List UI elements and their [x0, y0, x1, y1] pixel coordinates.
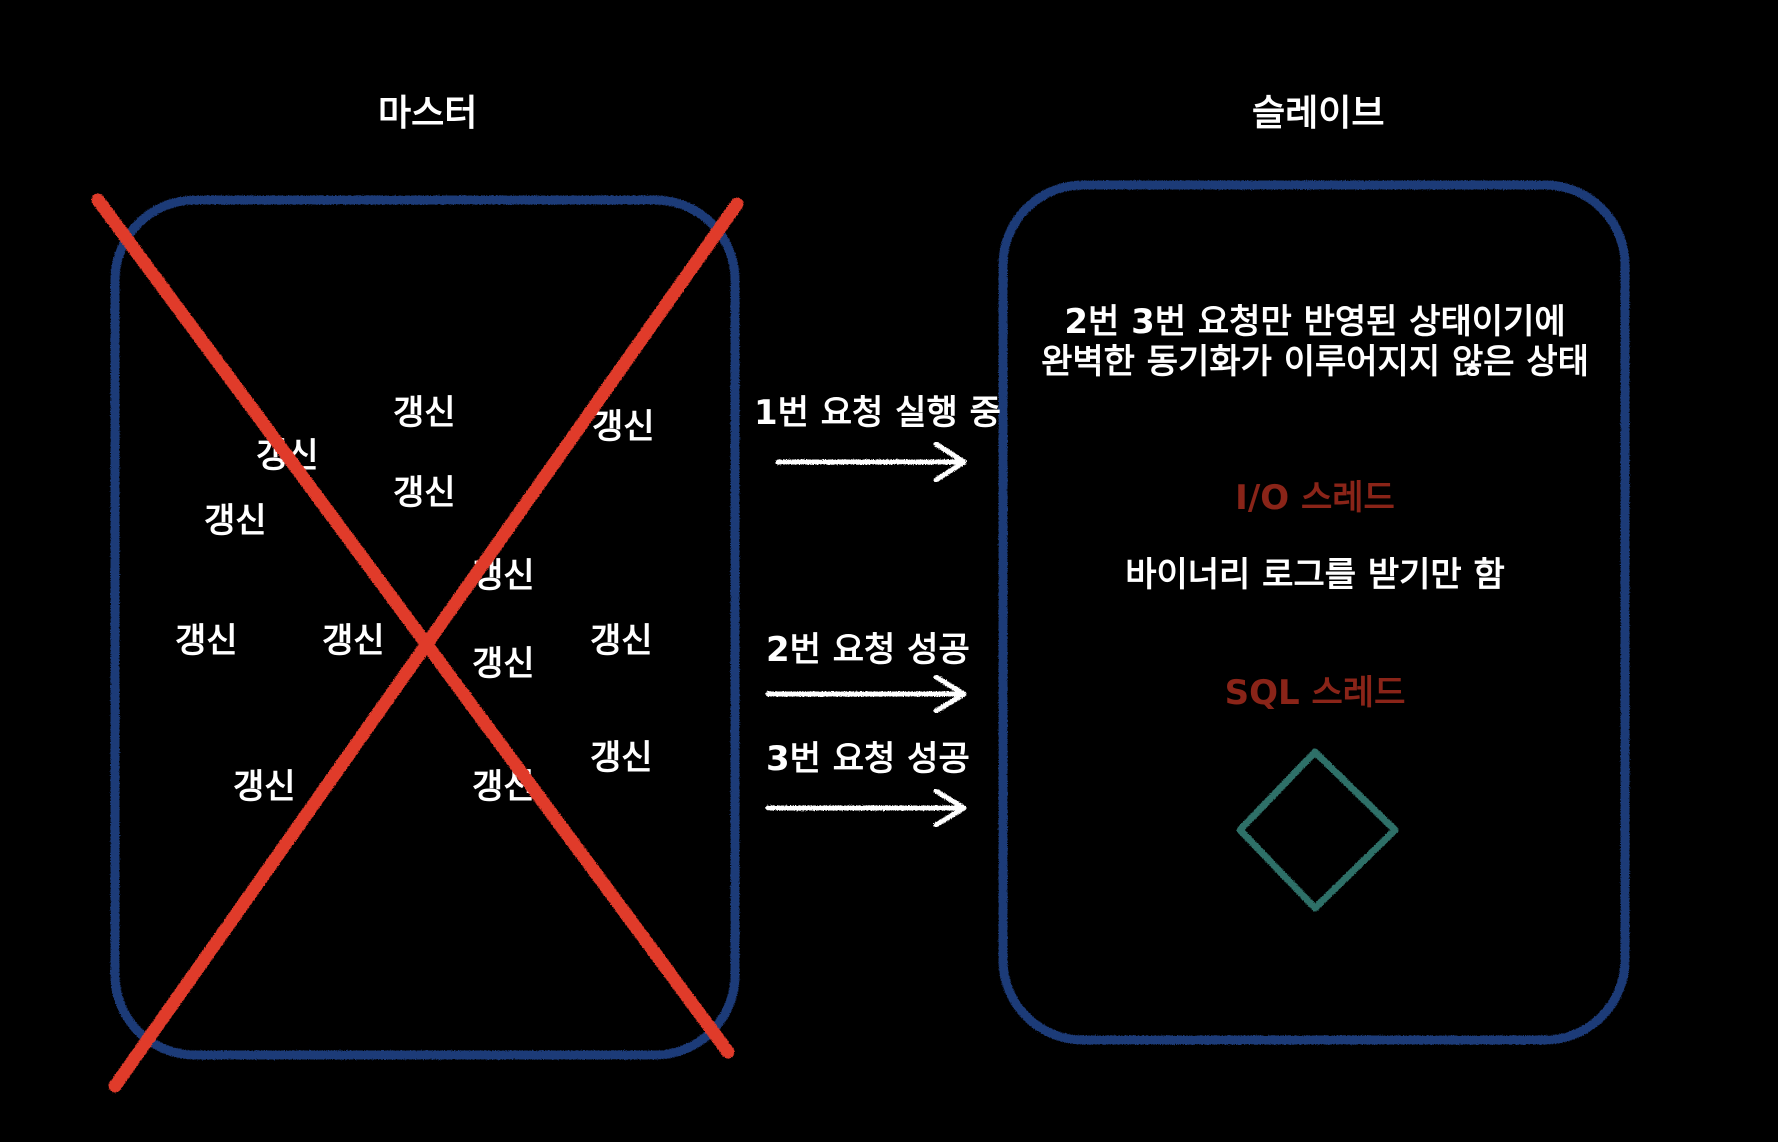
slave-title: 슬레이브: [1252, 93, 1385, 134]
update-label: 갱신: [590, 738, 653, 778]
arrow-request-3: [765, 788, 967, 828]
update-label: 갱신: [175, 621, 238, 661]
update-label: 갱신: [393, 393, 456, 433]
arrow-request-1: [775, 441, 967, 483]
update-label: 갱신: [472, 767, 535, 807]
request-label-2: 2번 요청 성공: [766, 630, 970, 670]
slave-status-line-2: 완벽한 동기화가 이루어지지 않은 상태: [1041, 342, 1589, 382]
update-label: 갱신: [592, 407, 655, 447]
update-label: 갱신: [204, 501, 267, 541]
slave-status-line-1: 2번 3번 요청만 반영된 상태이기에: [1064, 302, 1566, 342]
update-label: 갱신: [256, 436, 319, 476]
io-thread-label: I/O 스레드: [1235, 478, 1395, 518]
master-title: 마스터: [378, 93, 478, 134]
update-label: 갱신: [472, 556, 535, 596]
update-label: 갱신: [590, 621, 653, 661]
update-label: 갱신: [472, 644, 535, 684]
io-thread-description: 바이너리 로그를 받기만 함: [1125, 555, 1505, 595]
update-label: 갱신: [393, 473, 456, 513]
sql-thread-diamond: [1236, 748, 1399, 912]
sql-thread-label: SQL 스레드: [1224, 673, 1406, 713]
update-label: 갱신: [322, 621, 385, 661]
request-label-3: 3번 요청 성공: [766, 739, 970, 779]
slave-box: [998, 180, 1630, 1045]
arrow-request-2: [765, 674, 967, 714]
update-label: 갱신: [233, 767, 296, 807]
request-label-1: 1번 요청 실행 중: [754, 393, 1001, 433]
